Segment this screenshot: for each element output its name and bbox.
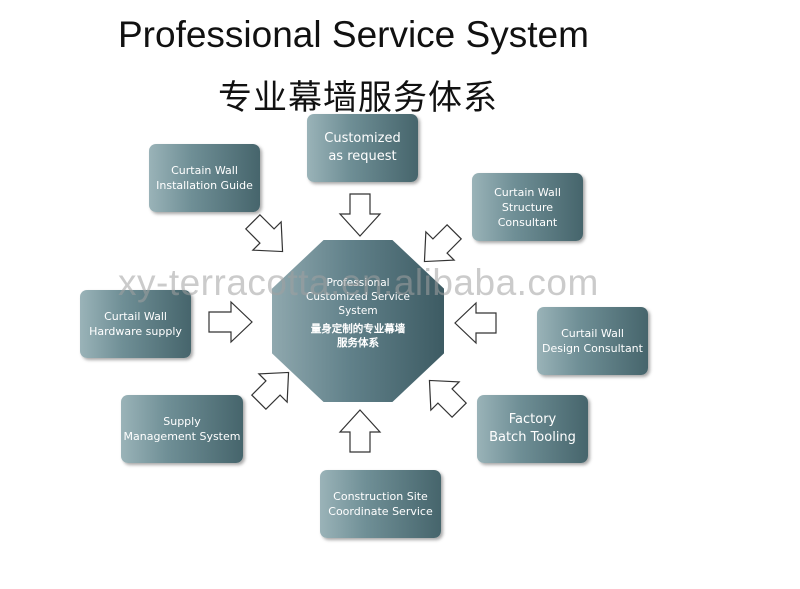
node-line: Design Consultant — [542, 342, 643, 355]
center-line: System — [338, 305, 378, 317]
node-construction: Construction Site Coordinate Service — [320, 470, 441, 538]
node-line: Construction Site — [333, 490, 428, 503]
center-line: Professional — [326, 277, 390, 289]
node-supply: Supply Management System — [121, 395, 243, 463]
center-label: Professional Customized Service System 量… — [272, 276, 444, 350]
diagram-subtitle: 专业幕墙服务体系 — [218, 78, 498, 118]
diagram-title: Professional Service System — [118, 14, 589, 55]
node-line: Management System — [123, 430, 241, 443]
node-line: Consultant — [497, 215, 558, 229]
center-cn-line: 服务体系 — [337, 337, 379, 349]
node-line: Factory — [508, 412, 557, 427]
arrow-structure — [423, 223, 463, 263]
node-line: Supply — [163, 415, 201, 428]
node-line: Customized — [324, 131, 401, 146]
center-cn-line: 量身定制的专业幕墙 — [310, 323, 406, 335]
node-line: Installation Guide — [156, 179, 253, 192]
node-customized: Customized as request — [307, 114, 418, 182]
center-octagon — [272, 240, 444, 402]
node-line: Curtail Wall — [561, 327, 624, 340]
arrow-factory — [428, 379, 468, 419]
center-line: Customized Service — [306, 291, 410, 303]
node-factory: Factory Batch Tooling — [477, 395, 588, 463]
node-line: Coordinate Service — [328, 505, 433, 518]
node-line: as request — [328, 149, 397, 164]
arrow-customized — [338, 193, 382, 237]
arrow-construction — [338, 409, 382, 453]
node-design: Curtail Wall Design Consultant — [537, 307, 648, 375]
arrow-hardware — [208, 300, 253, 344]
node-line: Structure — [501, 200, 554, 214]
node-line: Curtain Wall — [171, 164, 238, 177]
arrow-design — [454, 301, 497, 345]
node-line: Curtain Wall — [494, 185, 561, 199]
arrow-supply — [250, 371, 290, 411]
node-line: Curtail Wall — [104, 310, 167, 323]
watermark: xy-terracotta.en.alibaba.com — [118, 262, 599, 303]
node-hardware: Curtail Wall Hardware supply — [80, 290, 191, 358]
node-line: Hardware supply — [89, 325, 182, 338]
node-line: Batch Tooling — [489, 430, 576, 445]
node-installation: Curtain Wall Installation Guide — [149, 144, 260, 212]
node-structure: Curtain Wall Structure Consultant — [472, 173, 583, 241]
arrow-installation — [244, 213, 284, 253]
